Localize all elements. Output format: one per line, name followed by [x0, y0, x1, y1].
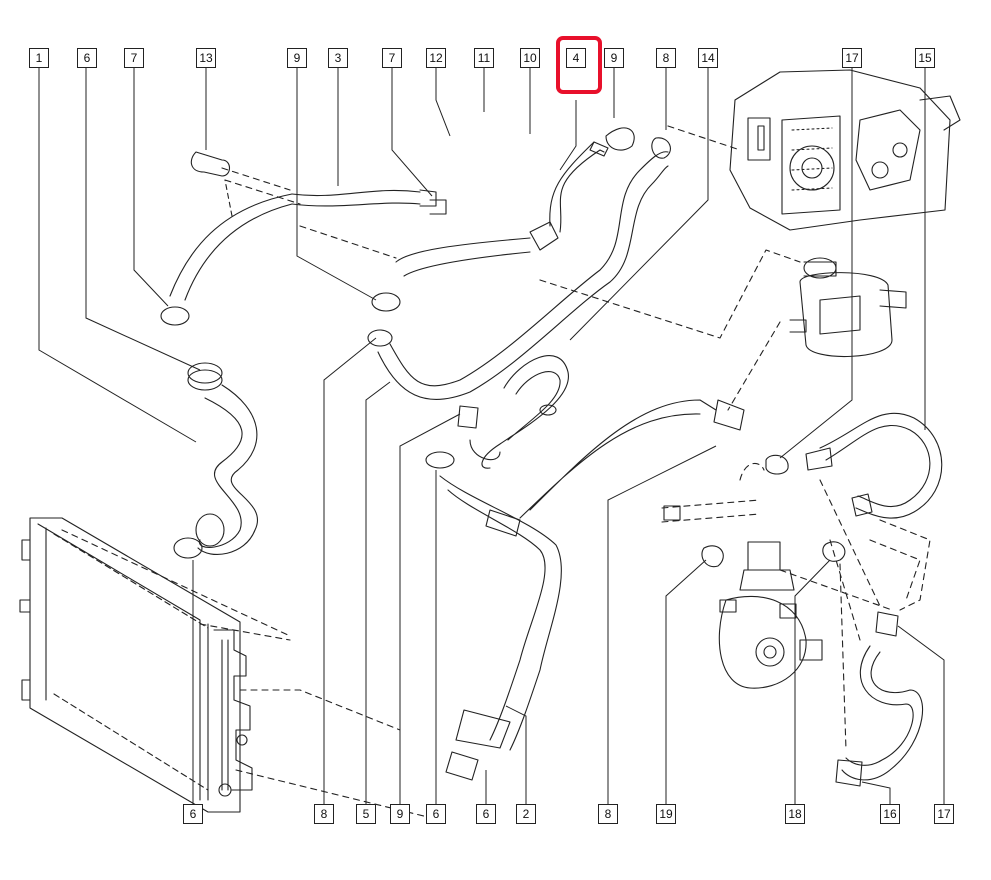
hose-1: [197, 384, 258, 555]
radiator: [19, 517, 253, 813]
hose-2: [439, 475, 562, 751]
pump-housing: [718, 541, 823, 689]
hose-7: [169, 193, 293, 301]
hose-5: [377, 151, 669, 400]
callout-11: 11: [474, 48, 494, 68]
hose-4: [549, 141, 605, 233]
hose-9: [395, 237, 531, 277]
hose-16: [841, 645, 923, 781]
callout-1: 1: [29, 48, 49, 68]
highlight-frame: [556, 36, 602, 94]
callout-18: 18: [785, 804, 805, 824]
callout-6: 6: [183, 804, 203, 824]
hose-15: [819, 412, 943, 519]
hose-3: [291, 189, 421, 207]
callout-12: 12: [426, 48, 446, 68]
callout-16: 16: [880, 804, 900, 824]
callout-5: 5: [356, 804, 376, 824]
callout-8: 8: [598, 804, 618, 824]
callout-6: 6: [77, 48, 97, 68]
callout-3: 3: [328, 48, 348, 68]
callout-8: 8: [314, 804, 334, 824]
callout-8: 8: [656, 48, 676, 68]
callout-7: 7: [124, 48, 144, 68]
callout-9: 9: [390, 804, 410, 824]
callout-19: 19: [656, 804, 676, 824]
expansion-tank: [789, 257, 907, 358]
callout-4: 4: [566, 48, 586, 68]
callout-13: 13: [196, 48, 216, 68]
engine-block: [729, 69, 961, 231]
callout-14: 14: [698, 48, 718, 68]
callout-15: 15: [915, 48, 935, 68]
callout-9: 9: [604, 48, 624, 68]
callout-6: 6: [426, 804, 446, 824]
callout-6: 6: [476, 804, 496, 824]
callout-17: 17: [934, 804, 954, 824]
callout-7: 7: [382, 48, 402, 68]
callout-2: 2: [516, 804, 536, 824]
callout-10: 10: [520, 48, 540, 68]
callout-9: 9: [287, 48, 307, 68]
callout-17: 17: [842, 48, 862, 68]
